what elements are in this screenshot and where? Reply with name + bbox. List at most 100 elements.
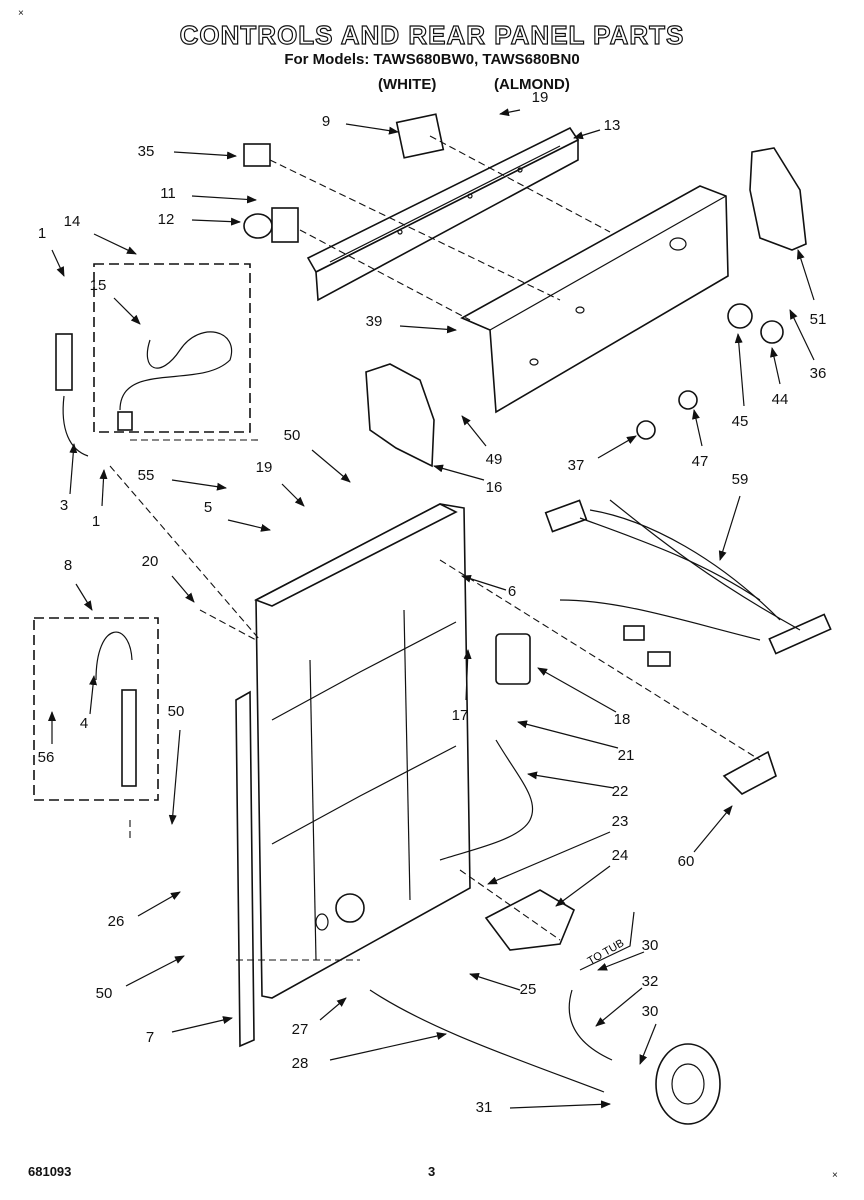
callout-label: 47 <box>692 453 709 470</box>
callout-leader <box>93 233 137 255</box>
tub-label: TO TUB <box>586 937 627 967</box>
callout-label: 50 <box>168 703 185 720</box>
callout-label: 21 <box>618 747 635 764</box>
callout-leader <box>89 675 98 715</box>
callout-label: 14 <box>64 213 81 230</box>
cord-plug <box>117 411 133 431</box>
pressure-switch-bracket <box>271 207 299 243</box>
page-number: 3 <box>428 1164 436 1179</box>
callout-leader <box>171 1016 233 1033</box>
callout-label: 36 <box>810 365 827 382</box>
callout-label: 20 <box>142 553 159 570</box>
callout-label: 11 <box>160 185 176 202</box>
callout-label: 59 <box>732 471 749 488</box>
callout-leader <box>191 195 257 204</box>
callout-leader <box>171 479 227 491</box>
knob-47 <box>678 390 698 410</box>
wire-harness <box>544 499 832 667</box>
corner-mark: × <box>832 1170 838 1181</box>
callout-leader <box>319 997 347 1021</box>
inlet-hose <box>55 333 73 391</box>
callout-leader <box>527 771 615 789</box>
end-cap <box>749 147 807 251</box>
callout-leader <box>796 249 815 301</box>
callout-label: 15 <box>90 277 107 294</box>
models-line: For Models: TAWS680BW0, TAWS680BN0 <box>284 51 580 68</box>
drain-hose <box>121 689 137 787</box>
callout-leader <box>692 409 703 447</box>
callout-leader <box>487 831 611 885</box>
color-white-label: (WHITE) <box>378 76 437 93</box>
end-cap-left <box>365 363 435 468</box>
callout-label: 3 <box>60 497 68 514</box>
callout-leader <box>433 464 485 481</box>
callout-label: 35 <box>138 143 155 160</box>
callout-label: 9 <box>322 113 330 130</box>
console-rail <box>306 126 580 302</box>
callout-label: 16 <box>486 479 503 496</box>
callout-leader <box>173 151 237 160</box>
drain-hose-internal <box>369 989 605 1093</box>
callout-leader <box>469 972 521 991</box>
water-valve <box>495 633 531 685</box>
callout-label: 23 <box>612 813 629 830</box>
callout-leader <box>69 443 78 495</box>
callout-leader <box>311 449 351 483</box>
callout-leader <box>227 519 271 532</box>
callout-label: 32 <box>642 973 659 990</box>
callout-label: 50 <box>284 427 301 444</box>
pump-bracket <box>484 889 576 951</box>
knob-44 <box>760 320 784 344</box>
bracket <box>722 750 777 795</box>
pressure-switch <box>243 213 273 239</box>
callout-label: 17 <box>452 707 469 724</box>
callout-label: 1 <box>38 225 46 242</box>
callout-leader <box>693 805 733 853</box>
callout-label: 44 <box>772 391 789 408</box>
callout-label: 39 <box>366 313 383 330</box>
callout-label: 26 <box>108 913 125 930</box>
callout-leader <box>509 1100 611 1109</box>
callout-label: 8 <box>64 557 72 574</box>
callout-label: 60 <box>678 853 695 870</box>
callout-label: 37 <box>568 457 585 474</box>
power-cord-assembly-box <box>93 263 251 433</box>
console-panel <box>460 185 729 414</box>
callout-leader <box>770 347 781 385</box>
callout-label: 6 <box>508 583 516 600</box>
callout-label: 27 <box>292 1021 309 1038</box>
doc-number: 681093 <box>28 1164 72 1179</box>
callout-leader <box>125 955 185 987</box>
callout-label: 22 <box>612 783 629 800</box>
rear-panel <box>254 503 471 999</box>
callout-label: 55 <box>138 467 155 484</box>
callout-label: 56 <box>38 749 55 766</box>
color-almond-label: (ALMOND) <box>494 76 570 93</box>
callout-leader <box>99 469 108 507</box>
pump-hose <box>568 989 613 1061</box>
callout-label: 30 <box>642 937 659 954</box>
drain-hose-hook <box>95 631 133 681</box>
callout-label: 7 <box>146 1029 154 1046</box>
page-title: CONTROLS AND REAR PANEL PARTS <box>179 19 685 50</box>
callout-leader <box>789 309 815 361</box>
side-strip <box>235 690 255 1048</box>
callout-leader <box>734 333 745 407</box>
drain-hose-assembly-box <box>33 617 159 801</box>
callout-label: 19 <box>532 89 549 106</box>
callout-leader <box>718 495 741 561</box>
callout-leader <box>137 891 181 917</box>
callout-leader <box>345 123 399 135</box>
callout-leader <box>499 108 521 117</box>
callout-leader <box>461 415 487 447</box>
callout-leader <box>597 951 645 971</box>
callout-leader <box>595 987 643 1027</box>
callout-leader <box>639 1023 657 1065</box>
callout-leader <box>329 1032 447 1061</box>
knob-37 <box>636 420 656 440</box>
callout-label: 5 <box>204 499 212 516</box>
callout-leader <box>51 249 65 277</box>
callout-leader <box>517 720 619 749</box>
